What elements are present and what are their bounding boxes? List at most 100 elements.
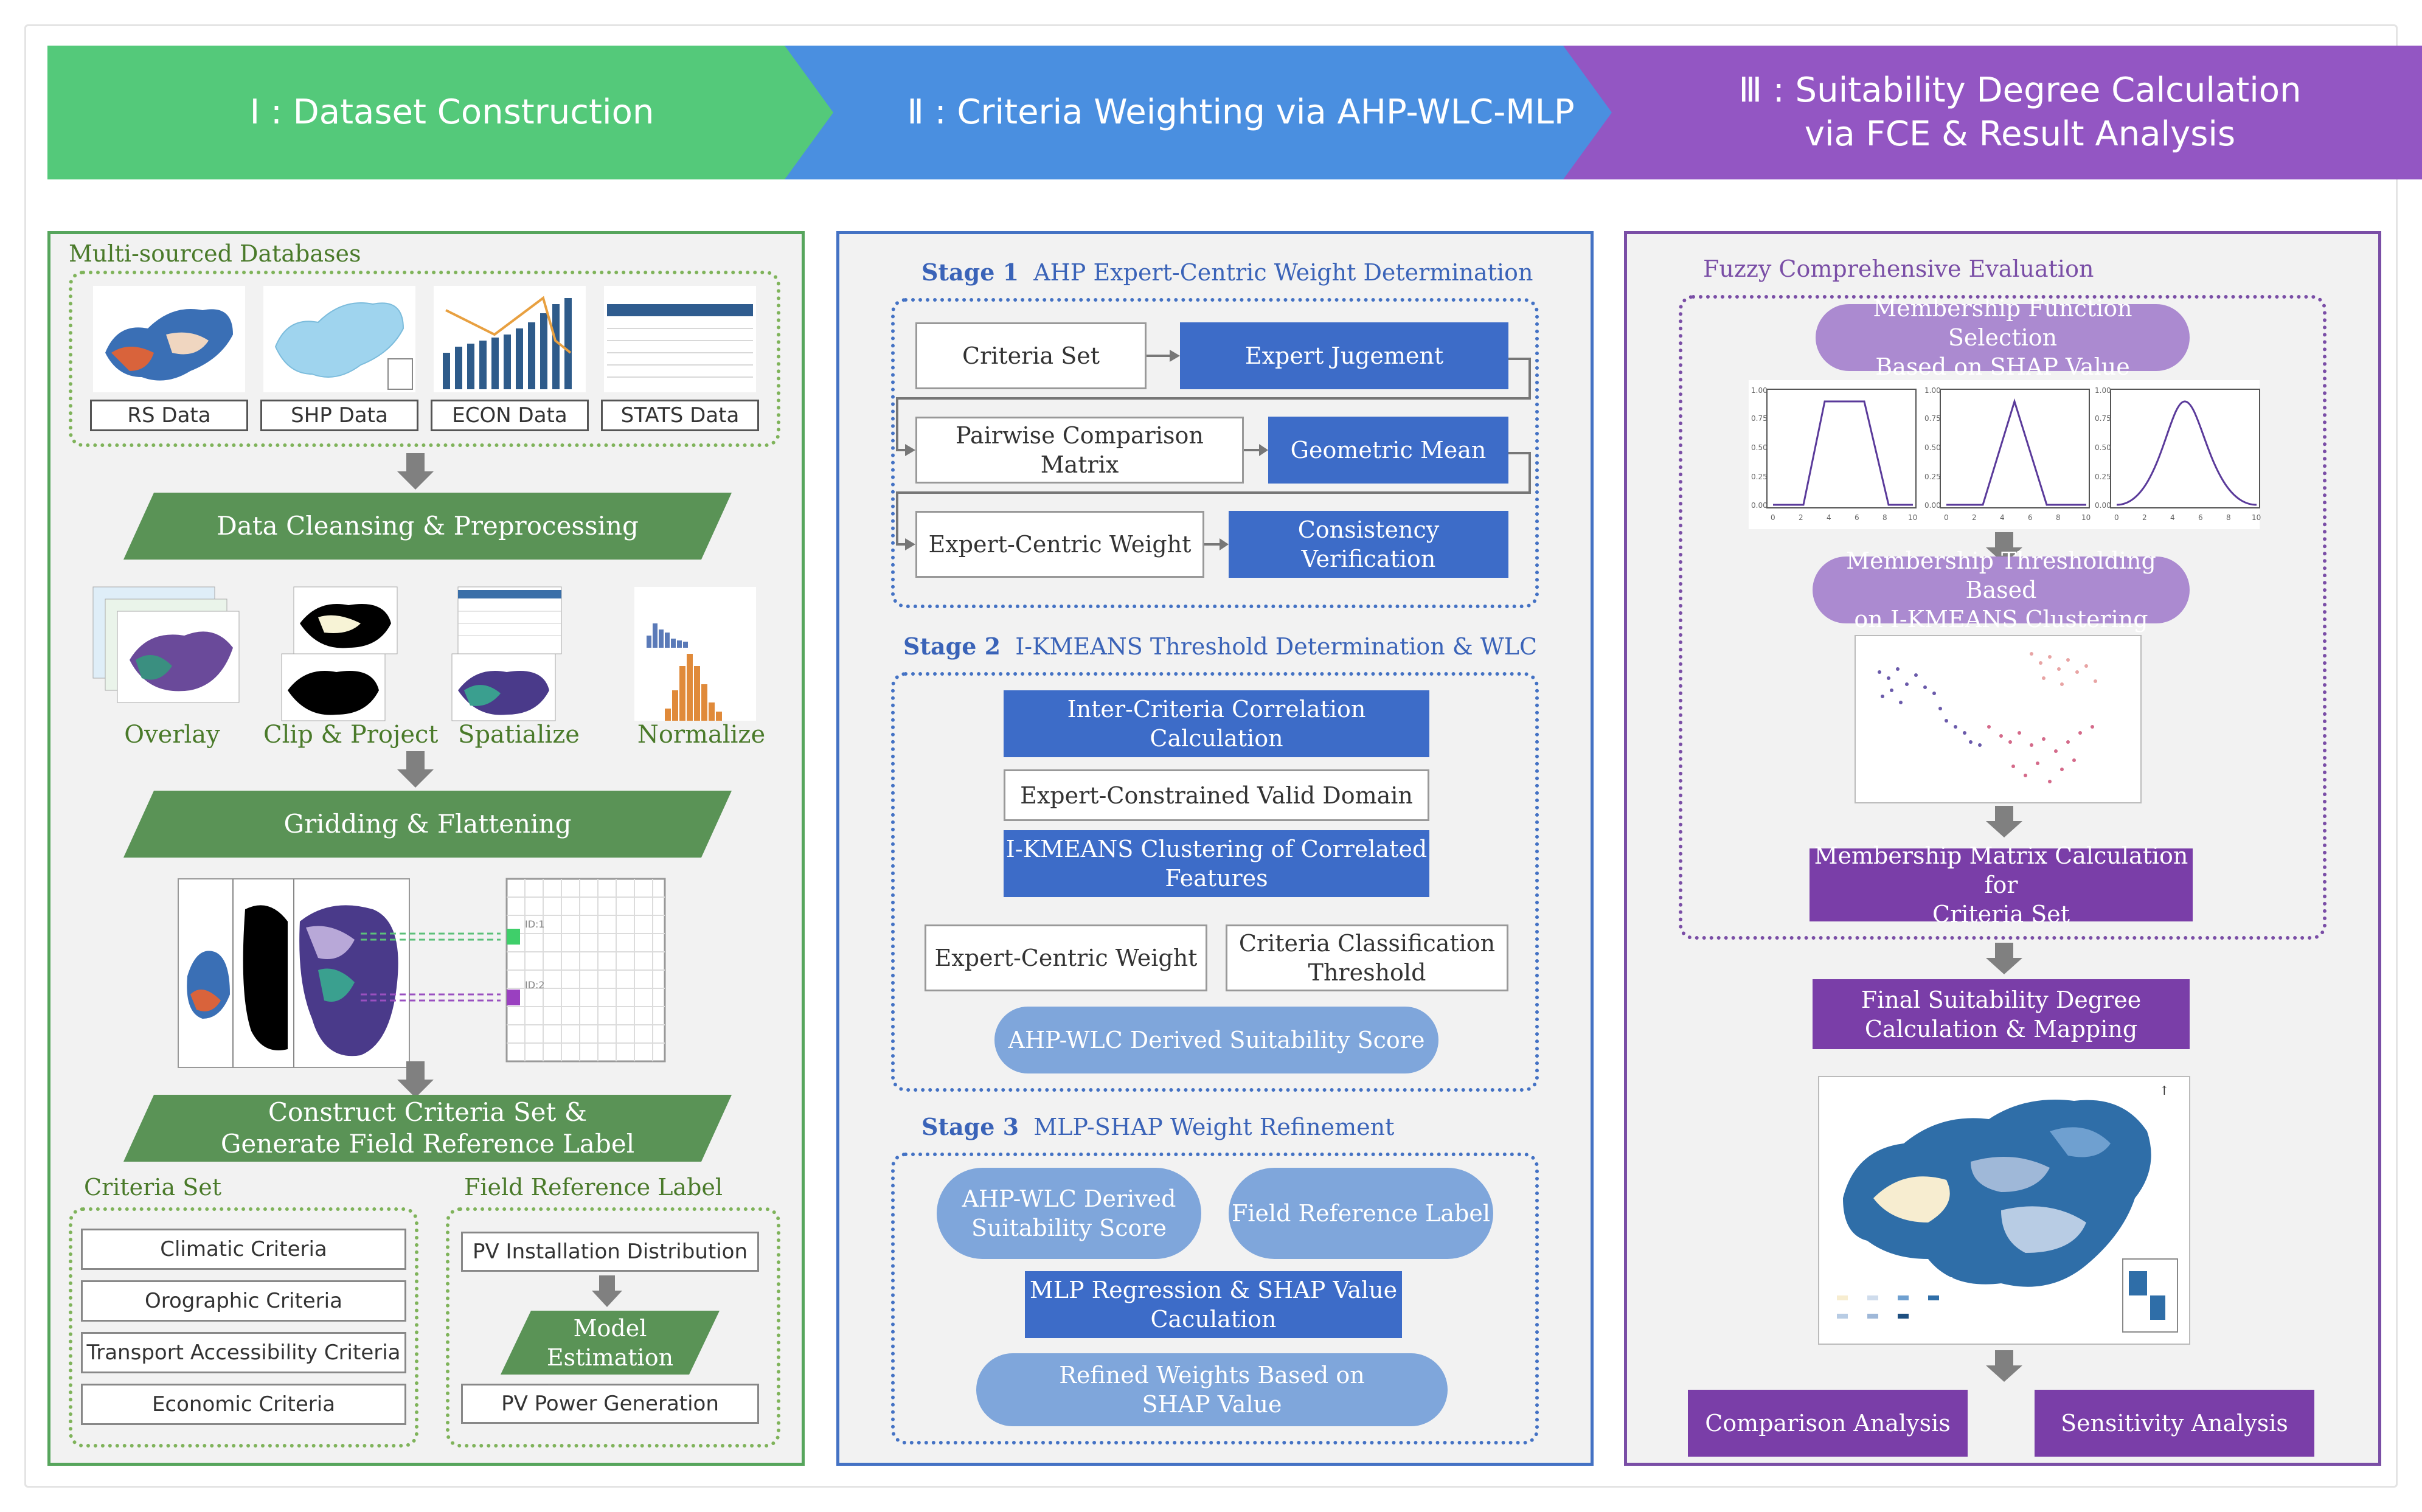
model-estimation-step: Model Estimation: [501, 1311, 720, 1375]
mf3-xtick-0: 0: [2114, 513, 2119, 522]
mf2-ytick-4: 0.00: [1924, 501, 1941, 510]
mf1-xtick-2: 4: [1827, 513, 1831, 522]
mf2-xtick-1: 2: [1972, 513, 1977, 522]
expert-weight-node: Expert-Centric Weight: [915, 511, 1204, 578]
panel-criteria-weighting: Stage 1 AHP Expert-Centric Weight Determ…: [836, 231, 1594, 1466]
thr-line1: Membership Thresholding Based: [1846, 547, 2156, 603]
pv-installation-box: PV Installation Distribution: [461, 1232, 759, 1272]
mf2-ytick-2: 0.50: [1924, 443, 1941, 452]
criteria-set-node: Criteria Set: [915, 322, 1147, 389]
mf1-xtick-4: 8: [1882, 513, 1887, 522]
shp-data-label: SHP Data: [260, 400, 418, 431]
arrow-down-icon: [397, 751, 434, 788]
grid-id-2: ID:2: [525, 979, 545, 991]
step-construct-line2: Generate Field Reference Label: [220, 1129, 635, 1159]
stats-data-label: STATS Data: [601, 400, 759, 431]
outer-frame: [24, 24, 2398, 1488]
panel-suitability: Fuzzy Comprehensive Evaluation Membershi…: [1624, 231, 2381, 1466]
mf-selection-node: Membership Function Selection Based on S…: [1816, 295, 2190, 380]
ikmeans-node: I-KMEANS Clustering of Correlated Featur…: [1004, 830, 1429, 897]
mlp-line2: Caculation: [1150, 1306, 1277, 1333]
ahp-derived-line1: AHP-WLC Derived: [962, 1185, 1176, 1212]
stage1-connectors: [896, 350, 1531, 550]
mf3-ytick-1: 0.75: [2095, 414, 2111, 423]
arrow-down-icon: [1986, 943, 2022, 974]
mf1-ytick-0: 1.00: [1751, 386, 1768, 395]
header-stage-2: Ⅱ : Criteria Weighting via AHP-WLC-MLP: [785, 46, 1624, 179]
refined-line1: Refined Weights Based on: [1059, 1362, 1365, 1389]
panel-dataset-construction: Multi-sourced Databases: [47, 231, 805, 1466]
comparison-analysis-node: Comparison Analysis: [1688, 1390, 1968, 1457]
rs-data-thumbnail: [93, 286, 245, 392]
geometric-mean-node: Geometric Mean: [1268, 417, 1508, 484]
stage2-box: [891, 672, 1539, 1092]
gridding-illustration: ID:1 ID:2: [178, 878, 666, 1068]
pv-power-box: PV Power Generation: [461, 1384, 759, 1424]
stage3-prefix: Stage 3: [921, 1113, 1019, 1140]
step-gridding: Gridding & Flattening: [123, 791, 732, 858]
stage1-prefix: Stage 1: [921, 258, 1019, 286]
mf2-xtick-2: 4: [2000, 513, 2005, 522]
criteria-climatic: Climatic Criteria: [81, 1229, 406, 1270]
header-stage-3-line2: via FCE & Result Analysis: [1804, 114, 2236, 154]
mf-line2: Based on SHAP Value: [1875, 353, 2130, 380]
arrow-down-icon: [397, 1061, 434, 1098]
stage2-title: I-KMEANS Threshold Determination & WLC: [1015, 633, 1538, 660]
step-gridding-text: Gridding & Flattening: [283, 809, 572, 839]
criteria-transport: Transport Accessibility Criteria: [81, 1332, 406, 1373]
arrow-down-icon: [592, 1275, 622, 1307]
thresholding-node: Membership Thresholding Based on I-KMEAN…: [1813, 547, 2190, 633]
mf2-xtick-4: 8: [2056, 513, 2061, 522]
clip-project-icon: [281, 586, 398, 721]
class-line2: Threshold: [1308, 959, 1426, 986]
mf1-ytick-4: 0.00: [1751, 501, 1768, 510]
mf1-xtick-0: 0: [1771, 513, 1775, 522]
final-suitability-node: Final Suitability Degree Calculation & M…: [1813, 979, 2190, 1049]
arrow-down-icon: [1986, 1350, 2022, 1382]
criteria-economic: Economic Criteria: [81, 1384, 406, 1425]
arrow-down-icon: [397, 453, 434, 490]
rs-data-label: RS Data: [90, 400, 248, 431]
econ-data-label: ECON Data: [431, 400, 589, 431]
mlp-line1: MLP Regression & SHAP Value: [1029, 1277, 1398, 1303]
stage3-box: [891, 1153, 1539, 1444]
mf2-xtick-3: 6: [2028, 513, 2033, 522]
stage1-box: [891, 298, 1539, 608]
class-line1: Criteria Classification: [1238, 930, 1496, 957]
databases-box: [69, 271, 780, 447]
north-arrow-icon: ↑: [2159, 1083, 2170, 1098]
inter-criteria-node: Inter-Criteria Correlation Calculation: [1004, 690, 1429, 757]
fce-title: Fuzzy Comprehensive Evaluation: [1703, 255, 2094, 282]
expert-judgement-node: Expert Jugement: [1180, 322, 1508, 389]
ahp-derived-node: AHP-WLC Derived Suitability Score: [937, 1168, 1201, 1259]
suitability-map: ↑: [1818, 1076, 2190, 1345]
mf1-xtick-1: 2: [1799, 513, 1803, 522]
mf2-ytick-1: 0.75: [1924, 414, 1941, 423]
header-stage-2-text: Ⅱ : Criteria Weighting via AHP-WLC-MLP: [907, 92, 1575, 132]
econ-data-thumbnail: [434, 286, 586, 392]
ikmeans-line1: I-KMEANS Clustering of Correlated: [1005, 836, 1428, 862]
spatialize-icon: [451, 586, 562, 721]
final-line2: Calculation & Mapping: [1864, 1015, 2138, 1042]
stage1-title: AHP Expert-Centric Weight Determination: [1033, 259, 1533, 286]
mf-line1: Membership Function Selection: [1873, 295, 2132, 351]
mf2-ytick-3: 0.25: [1924, 473, 1941, 481]
econ-bar-icon: [443, 296, 572, 389]
model-line1: Model: [573, 1314, 647, 1342]
stage2-heading: Stage 2 I-KMEANS Threshold Determination…: [903, 633, 1537, 660]
step-construct-criteria: Construct Criteria Set & Generate Field …: [123, 1095, 732, 1162]
ahp-derived-line2: Suitability Score: [971, 1215, 1167, 1241]
shp-data-thumbnail: [263, 286, 415, 392]
thr-line2: on I-KMEANS Clustering: [1854, 606, 2148, 633]
model-line2: Estimation: [546, 1344, 674, 1371]
mf1-xtick-5: 10: [1908, 513, 1917, 522]
shp-map-icon: [274, 302, 413, 390]
stage2-prefix: Stage 2: [903, 633, 1001, 660]
fce-box: [1679, 295, 2327, 940]
grid-id-1: ID:1: [525, 918, 545, 930]
mf3-ytick-2: 0.50: [2095, 443, 2111, 452]
sensitivity-analysis-node: Sensitivity Analysis: [2035, 1390, 2314, 1457]
op-spatialize: Spatialize: [458, 721, 580, 749]
step-data-cleansing-text: Data Cleansing & Preprocessing: [217, 511, 639, 541]
criteria-set-box: [69, 1207, 418, 1448]
